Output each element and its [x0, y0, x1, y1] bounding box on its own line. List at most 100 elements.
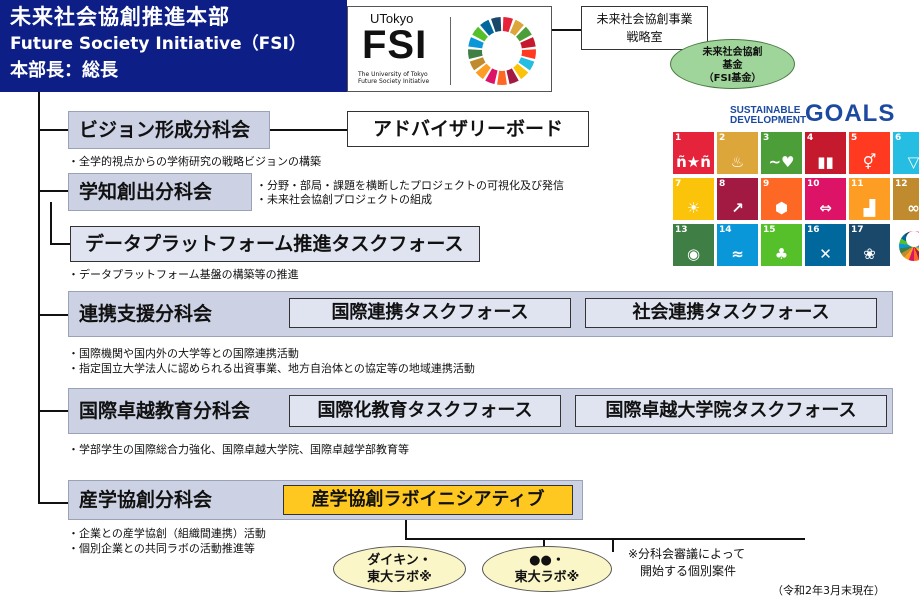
knowledge-desc-1: ・分野・部局・課題を横断したプロジェクトの可視化及び発信	[256, 179, 564, 192]
vision-committee-box: ビジョン形成分科会	[68, 111, 270, 149]
sdg-tile-7: 7☀	[673, 178, 714, 220]
sdg-tile-15: 15 ♣	[761, 224, 802, 266]
fsi-header: 未来社会協創推進本部 Future Society Initiative（FSI…	[0, 0, 347, 92]
social-cooperation-taskforce-box: 社会連携タスクフォース	[585, 298, 877, 328]
sdg-tile-11: 11▟	[849, 178, 890, 220]
fsi-fund-label: 未来社会協創 基金 （FSI基金）	[702, 47, 763, 84]
logo-box: UTokyo FSI The University of Tokyo Futur…	[347, 6, 552, 92]
fsi-head: 本部長：総長	[10, 60, 118, 81]
education-desc: ・学部学生の国際総合力強化、国際卓越大学院、国際卓越学部教育等	[68, 443, 409, 456]
vision-committee-label: ビジョン形成分科会	[79, 119, 251, 141]
sdg-wheel-segment	[490, 17, 502, 33]
sdg-tile-number: 5	[851, 133, 858, 143]
sdg-wheel-segment	[475, 63, 491, 80]
sdg-goal-5-icon: ⚥	[862, 153, 877, 171]
sdg-goal-2-icon: ♨	[730, 153, 745, 171]
knowledge-committee-label: 学知創出分科会	[79, 181, 213, 203]
industry-desc-2: ・個別企業との共同ラボの活動推進等	[68, 542, 255, 555]
sdg-wheel-segment	[480, 19, 495, 36]
branch-line	[270, 129, 348, 131]
intl-education-taskforce-box: 国際化教育タスクフォース	[289, 395, 561, 427]
sdg-tile-8: 8↗	[717, 178, 758, 220]
graduate-school-taskforce-box: 国際卓越大学院タスクフォース	[575, 395, 887, 427]
sdg-goal-4-icon: ▮▮	[817, 153, 834, 171]
industry-desc-1: ・企業との産学協創（組織間連携）活動	[68, 527, 266, 540]
sdg-title-line2: DEVELOPMENT	[730, 115, 807, 126]
fsi-title-ja: 未来社会協創推進本部	[10, 5, 230, 29]
sdg-goal-11-icon: ▟	[863, 199, 876, 217]
sdg-tile-10: 10⇔	[805, 178, 846, 220]
sdg-tile-number: 16	[807, 225, 820, 235]
sdg-wheel-segment	[521, 49, 536, 59]
cooperation-committee-label: 連携支援分科会	[79, 303, 213, 325]
sdg-goal-16-icon: ✕	[819, 245, 832, 263]
advisory-board-label: アドバイザリーボード	[372, 118, 563, 140]
knowledge-committee-box: 学知創出分科会	[68, 173, 252, 211]
lab-connector-line	[405, 538, 805, 540]
sdg-goal-1-icon: ñ★ñ	[676, 153, 711, 171]
sdg-wheel-segment	[469, 57, 486, 71]
sdg-tile-number: 6	[895, 133, 902, 143]
sdg-goal-9-icon: ⬢	[774, 199, 789, 217]
fsi-fund-oval: 未来社会協創 基金 （FSI基金）	[670, 39, 795, 89]
sdg-wheel-segment	[518, 57, 535, 71]
sdg-wheel-segment	[468, 49, 483, 59]
sdg-tile-number: 8	[719, 179, 726, 189]
daikin-lab-ellipse: ダイキン・ 東大ラボ※	[333, 546, 466, 592]
sdg-tile-number: 3	[763, 133, 770, 143]
tree-trunk-line	[38, 92, 40, 504]
utokyo-logo-text: UTokyo	[370, 11, 414, 26]
fsi-logo-subtext: The University of Tokyo Future Society I…	[358, 71, 430, 85]
lab-connector-line	[612, 538, 614, 552]
sdg-tile-14: 14≈	[717, 224, 758, 266]
sdg-wheel-segment	[485, 68, 498, 85]
sdg-wheel-logo-icon	[468, 17, 536, 86]
sdg-tile-number: 17	[851, 225, 864, 235]
sdg-goal-7-icon: ☀	[686, 199, 701, 217]
sdg-tile-5: 5⚥	[849, 132, 890, 174]
branch-line	[38, 314, 68, 316]
social-cooperation-taskforce-label: 社会連携タスクフォース	[632, 302, 830, 323]
sdg-wheel-icon	[893, 224, 919, 266]
sdg-tile-number: 1	[675, 133, 682, 143]
vision-desc: ・全学的視点からの学術研究の戦略ビジョンの構築	[68, 155, 321, 168]
sdg-goal-13-icon: ◉	[686, 245, 701, 263]
other-lab-label: ●●・ 東大ラボ※	[514, 553, 580, 585]
branch-line	[38, 190, 68, 192]
fsi-logo-text: FSI	[362, 23, 428, 67]
connector-line	[552, 29, 582, 31]
sdg-tile-3: 3 ~♥	[761, 132, 802, 174]
daikin-lab-label: ダイキン・ 東大ラボ※	[367, 553, 432, 585]
sdg-tile-number: 13	[675, 225, 688, 235]
other-lab-ellipse: ●●・ 東大ラボ※	[482, 546, 612, 592]
branch-line	[50, 243, 70, 245]
industry-committee-label: 産学協創分科会	[79, 489, 213, 511]
sdg-wheel-segment	[472, 26, 488, 42]
sdg-tile-2: 2♨	[717, 132, 758, 174]
sdg-tile-number: 14	[719, 225, 732, 235]
data-platform-desc: ・データプラットフォーム基盤の構築等の推進	[68, 268, 299, 281]
sdg-tile-4: 4▮▮	[805, 132, 846, 174]
sdg-wheel-segment	[516, 26, 532, 42]
sdg-goal-17-icon: ❀	[863, 245, 876, 263]
sdg-wheel-segment	[468, 37, 484, 49]
sdg-goal-12-icon: ∞	[907, 199, 919, 217]
sdg-goal-6-icon: ▽	[907, 153, 919, 171]
sdg-goal-15-icon: ♣	[774, 245, 789, 263]
sdg-title: SUSTAINABLE DEVELOPMENT	[730, 106, 806, 126]
cooperation-desc-2: ・指定国立大学法人に認められる出資事業、地方自治体との協定等の地域連携活動	[68, 362, 475, 375]
lab-connector-line	[405, 520, 407, 540]
data-platform-taskforce-label: データプラットフォーム推進タスクフォース	[85, 233, 464, 255]
intl-cooperation-taskforce-box: 国際連携タスクフォース	[289, 298, 571, 328]
sdg-tile-number: 4	[807, 133, 814, 143]
sdg-wheel-segment	[497, 70, 507, 86]
logo-divider	[450, 17, 451, 85]
sdg-tile-number: 10	[807, 179, 820, 189]
sdg-wheel-segment	[509, 19, 524, 36]
sdg-goal-3-icon: ~♥	[768, 153, 795, 171]
sdg-tile-number: 15	[763, 225, 776, 235]
sdg-wheel-segment	[513, 63, 529, 80]
sdg-tile-13: 13 ◉	[673, 224, 714, 266]
sdg-wheel-segment	[520, 37, 536, 49]
